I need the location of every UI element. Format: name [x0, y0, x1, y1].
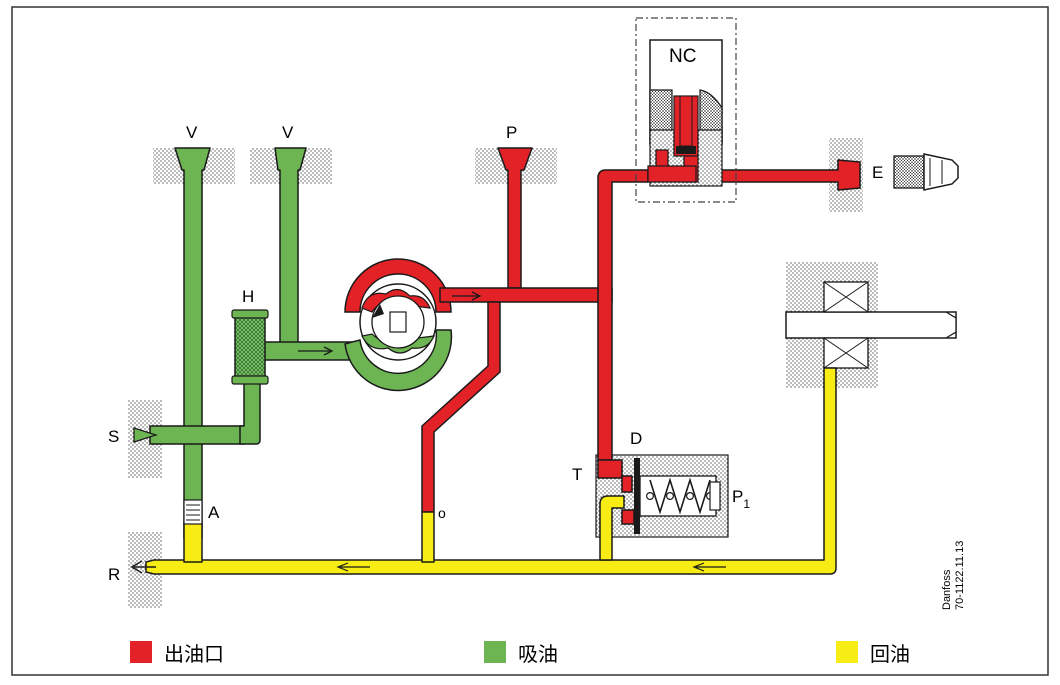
return-arrow-2	[692, 562, 726, 572]
legend-swatch-suction	[484, 641, 506, 663]
outlet-channels	[421, 147, 861, 525]
legend-swatch-return	[836, 641, 858, 663]
legend: 出油口 吸油 回油	[130, 641, 910, 666]
label-r: R	[108, 565, 120, 584]
label-s: S	[108, 427, 119, 446]
legend-label-outlet: 出油口	[164, 642, 224, 666]
label-p1-main: P	[732, 487, 743, 506]
outlet-arrow	[452, 291, 482, 301]
legend-swatch-outlet	[130, 641, 152, 663]
label-a: A	[208, 503, 220, 522]
label-p: P	[506, 123, 517, 142]
reference-brand: Danfoss	[941, 569, 953, 610]
drive-shaft	[785, 281, 957, 369]
label-p1: P1	[732, 487, 750, 511]
label-nc: NC	[669, 46, 696, 67]
label-t: T	[572, 465, 582, 484]
suction-channels	[149, 147, 353, 539]
legend-label-suction: 吸油	[518, 642, 558, 666]
label-p1-sub: 1	[743, 497, 750, 511]
legend-label-return: 回油	[870, 642, 910, 666]
label-d: D	[630, 429, 642, 448]
outlet-r-arrow	[130, 560, 156, 574]
return-arrow-1	[336, 562, 370, 572]
nozzle-e	[893, 153, 959, 191]
label-v2: V	[282, 123, 294, 142]
filter-h	[231, 309, 269, 385]
inlet-s-arrow	[133, 427, 158, 443]
suction-arrow	[298, 346, 334, 356]
label-o: o	[438, 505, 446, 521]
label-h: H	[242, 287, 254, 306]
return-channels	[145, 367, 837, 575]
label-v1: V	[186, 123, 198, 142]
outer-border	[11, 6, 1049, 676]
pressure-regulating-valve	[634, 458, 721, 534]
label-e: E	[872, 163, 883, 182]
reference-code: 70-1122.11.13	[954, 541, 966, 610]
valve-a	[183, 499, 203, 525]
gear-pump	[344, 258, 453, 392]
solenoid-nc	[635, 17, 737, 203]
